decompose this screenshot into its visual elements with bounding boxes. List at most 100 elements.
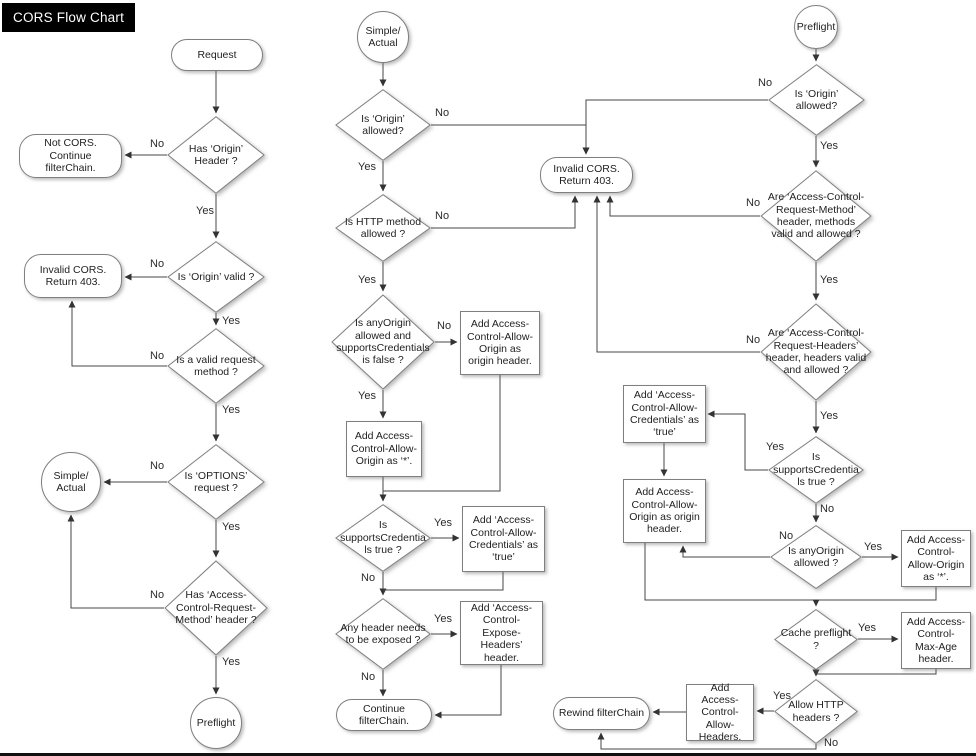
decision-is-options-request: Is ‘OPTIONS’ request ? [167, 444, 265, 520]
diamond-shape [768, 64, 865, 136]
edge-label-no: No [820, 503, 835, 515]
decision-supports-credentials-3: Is supportsCredentials true ? [768, 436, 864, 504]
process-add-acac-3: Add ‘Access-Control-Allow-Credentials’ a… [623, 385, 706, 443]
edge-origin-allowed3-no [582, 99, 768, 155]
diamond-shape [167, 116, 265, 194]
edge-label-yes: Yes [222, 404, 240, 416]
decision-acrm-valid-label: Are ‘Access-Control-Request-Method’ head… [767, 191, 865, 241]
terminator-invalid-cors-2-label: Invalid CORS. Return 403. [553, 162, 620, 187]
process-add-acao-star-3-label: Add Access-Control-Allow-Origin as ‘*’. [906, 533, 966, 583]
process-add-max-age-label: Add Access-Control-Max-Age header. [906, 615, 966, 665]
process-add-acao-origin-3: Add Access-Control-Allow-Origin as origi… [623, 479, 706, 543]
decision-supports-credentials-2-label: Is supportsCredentials true ? [340, 519, 426, 557]
connector-preflight-1-label: Preflight [196, 716, 236, 729]
edge-acao-star3-out [817, 587, 937, 601]
decision-has-origin-header: Has ‘Origin’ Header ? [167, 116, 265, 194]
decision-supports-credentials-2: Is supportsCredentials true ? [335, 504, 431, 572]
edge-label-no: No [150, 350, 165, 362]
diamond-shape [335, 504, 431, 572]
edge-label-no: No [150, 138, 165, 150]
edge-label-no: No [824, 737, 839, 749]
decision-origin-allowed-2: Is ‘Origin’ allowed? [335, 89, 431, 161]
edge-origin-allowed2-no [431, 124, 590, 155]
decision-has-acrm-header: Has ‘Access-Control-Request-Method’ head… [164, 560, 268, 656]
process-add-aceh-label: Add ‘Access-Control-Expose-Headers’ head… [470, 602, 533, 664]
decision-has-origin-label: Has ‘Origin’ Header ? [188, 142, 244, 167]
connector-preflight-1: Preflight [190, 697, 242, 749]
decision-acrh-valid-label: Are ‘Access-Control-Request-Headers’ hea… [765, 327, 867, 377]
edge-acrm-no [67, 514, 164, 609]
terminator-rewind-filterchain: Rewind filterChain [553, 697, 650, 730]
edge-anyorigin3-no [679, 545, 770, 558]
edge-acao-origin2-out [383, 375, 501, 492]
edge-label-yes: Yes [858, 622, 876, 634]
edge-maxage-out [817, 669, 937, 675]
edge-http-method-no [431, 195, 579, 229]
edge-label-no: No [150, 258, 165, 270]
diamond-shape [768, 436, 864, 504]
edge-label-yes: Yes [773, 690, 791, 702]
process-add-acao-star-2-label: Add Access-Control-Allow-Origin as ‘*’. [351, 430, 417, 468]
edge-valid-method-no [68, 300, 167, 367]
diamond-shape [770, 525, 862, 589]
terminator-not-cors-label: Not CORS. Continue filterChain. [44, 137, 97, 175]
edge-aceh-out [434, 665, 502, 719]
edge-label-yes: Yes [358, 390, 376, 402]
decision-anyorigin-allowed-3-label: Is anyOrigin allowed ? [787, 544, 844, 569]
process-add-acao-origin-3-label: Add Access-Control-Allow-Origin as origi… [629, 486, 700, 536]
connector-simple-actual-2-label: Simple/ Actual [365, 24, 401, 49]
decision-any-header-exposed: Any header needs to be exposed ? [335, 598, 431, 670]
decision-origin-allowed-2-label: Is ‘Origin’ allowed? [361, 112, 405, 137]
process-add-acao-star-3: Add Access-Control-Allow-Origin as ‘*’. [901, 530, 971, 587]
decision-origin-allowed-3: Is ‘Origin’ allowed? [768, 64, 865, 136]
terminator-request: Request [171, 39, 263, 71]
edge-acrm-valid-no [606, 195, 760, 217]
edge-acrh-valid-no [593, 195, 760, 353]
process-add-acac-3-label: Add ‘Access-Control-Allow-Credentials’ a… [629, 389, 700, 439]
connector-preflight-2-label: Preflight [796, 20, 836, 33]
diamond-shape [167, 328, 265, 404]
process-add-acao-origin-2: Add Access-Control-Allow-Origin as origi… [460, 311, 540, 375]
diamond-shape [774, 609, 858, 670]
decision-anyorigin-supports-false: Is anyOrigin allowed and supportsCredent… [331, 294, 435, 390]
process-add-max-age: Add Access-Control-Max-Age header. [901, 612, 971, 669]
decision-allow-http-headers: Allow HTTP headers ? [774, 679, 858, 744]
decision-http-method-allowed: Is HTTP method allowed ? [335, 194, 431, 262]
decision-any-header-exposed-label: Any header needs to be exposed ? [340, 621, 426, 646]
decision-anyorigin-allowed-3: Is anyOrigin allowed ? [770, 525, 862, 589]
terminator-invalid-cors-1-label: Invalid CORS. Return 403. [39, 263, 107, 288]
window-bottom-border [0, 753, 976, 756]
edge-label-yes: Yes [358, 274, 376, 286]
decision-acrh-valid: Are ‘Access-Control-Request-Headers’ hea… [760, 303, 872, 401]
process-add-acah-label: Add Access-Control-Allow-Headers. [698, 681, 742, 744]
diamond-shape [331, 294, 435, 390]
decision-anyorigin-supports-false-label: Is anyOrigin allowed and supportsCredent… [336, 317, 430, 367]
diamond-shape [774, 679, 858, 744]
process-add-acah: Add Access-Control-Allow-Headers. [686, 681, 754, 744]
decision-supports-credentials-3-label: Is supportsCredentials true ? [773, 451, 859, 489]
decision-origin-allowed-3-label: Is ‘Origin’ allowed? [794, 87, 839, 112]
diamond-shape [335, 194, 431, 262]
edge-label-yes: Yes [820, 274, 838, 286]
edge-label-no: No [758, 77, 773, 89]
edge-acac2-out [383, 572, 504, 591]
edge-label-yes: Yes [222, 656, 240, 668]
decision-has-acrm-header-label: Has ‘Access-Control-Request-Method’ head… [175, 589, 257, 627]
edge-allow-headers-no [597, 732, 817, 750]
edge-label-yes: Yes [434, 517, 452, 529]
decision-cache-preflight: Cache preflight ? [774, 609, 858, 670]
terminator-continue-filterchain: Continue filterChain. [336, 699, 432, 731]
edge-label-yes: Yes [864, 541, 882, 553]
diamond-shape [167, 241, 265, 313]
connector-simple-actual-2: Simple/ Actual [357, 11, 409, 63]
process-add-acao-star-2: Add Access-Control-Allow-Origin as ‘*’. [346, 421, 422, 477]
edge-label-yes: Yes [222, 315, 240, 327]
edge-label-no: No [779, 530, 794, 542]
edge-label-yes: Yes [766, 441, 784, 453]
edge-label-yes: Yes [434, 613, 452, 625]
decision-is-origin-valid-label: Is ‘Origin’ valid ? [177, 270, 255, 283]
diamond-shape [335, 89, 431, 161]
terminator-invalid-cors-1: Invalid CORS. Return 403. [24, 254, 122, 298]
